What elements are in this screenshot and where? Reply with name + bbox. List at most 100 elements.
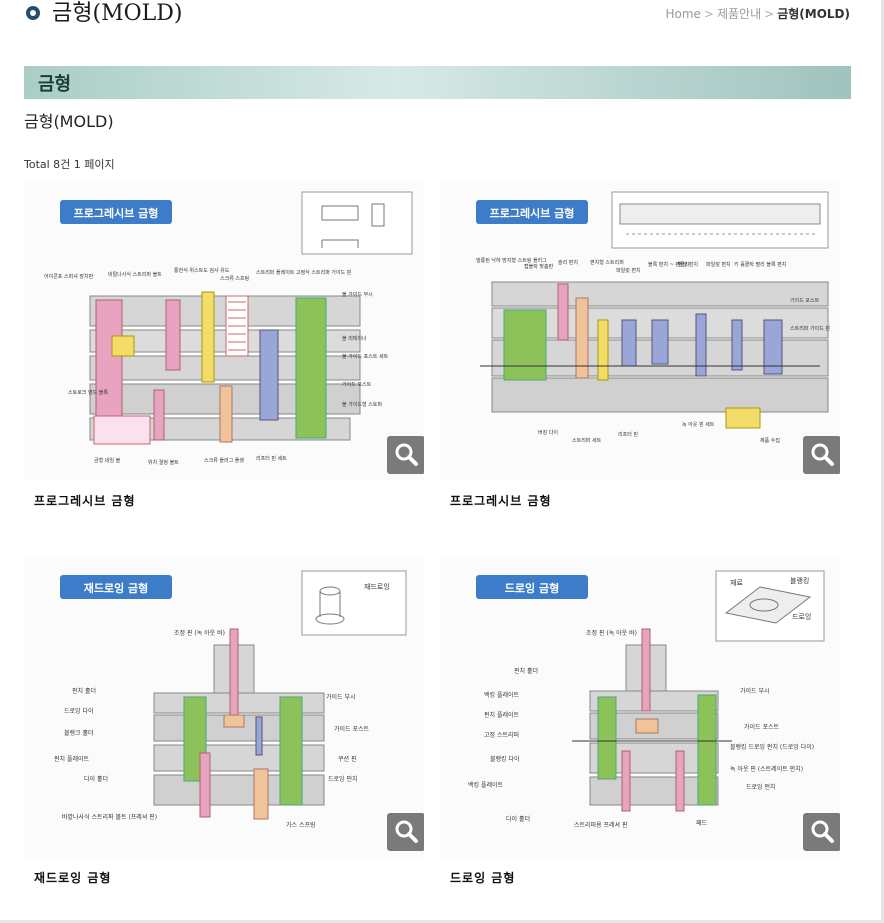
svg-text:볼 가이드 부시: 볼 가이드 부시 [342,291,373,298]
magnifier-icon [395,443,418,466]
svg-text:재드로잉: 재드로잉 [364,583,390,591]
svg-text:펀치 홀더: 펀치 홀더 [72,687,96,695]
breadcrumb-current: 금형(MOLD) [777,7,850,21]
breadcrumb-products[interactable]: 제품안내 [716,7,762,21]
zoom-button[interactable] [387,436,424,474]
breadcrumb-home[interactable]: Home [665,7,701,21]
total-count: Total 8건 1 페이지 [24,158,115,171]
svg-text:볼 리테이너: 볼 리테이너 [342,335,367,342]
circle-bullet-icon [26,6,40,20]
right-frame-line [881,0,884,923]
svg-text:가이드 포스트: 가이드 포스트 [334,725,370,733]
svg-text:슬리 편치: 슬리 편치 [558,259,578,266]
redrawing-mold-diagram: 재드로잉 금형 재드로잉 조정 핀 (녹 아웃 바) 펀치 홀더 드로잉 다이 … [54,570,407,829]
svg-text:파일럿 편치: 파일럿 편치 [706,261,731,268]
zoom-button[interactable] [803,813,840,851]
svg-text:스트리퍼용 프레셔 핀: 스트리퍼용 프레셔 핀 [574,821,628,829]
svg-text:프로그레시브 금형: 프로그레시브 금형 [74,206,159,220]
item-caption[interactable]: 프로그레시브 금형 [34,494,136,508]
svg-text:제품 수집: 제품 수집 [760,437,780,444]
progressive-mold-diagram: 프로그레시브 금형 어이콘포 스퍼셔 장치판 비탈나사식 스트리퍼 볼트 [44,191,413,466]
gallery-thumbnail[interactable]: 드로잉 금형 재료 블랭킹 드로잉 조정 핀 (녹 아웃 바) 펀치 홀더 백킹… [440,557,840,857]
svg-text:벤딩 편치: 벤딩 편치 [678,261,698,268]
svg-text:다이 홀더: 다이 홀더 [506,815,530,823]
svg-text:블록 편치 ~ 팬클리: 블록 편치 ~ 팬클리 [648,261,689,268]
magnifier-icon [395,820,418,843]
svg-text:스토로크 엔드 블록: 스토로크 엔드 블록 [68,389,108,396]
svg-text:볼 가이드형 스토퍼: 볼 가이드형 스토퍼 [342,401,382,408]
svg-text:드로잉 다이: 드로잉 다이 [64,707,94,715]
svg-text:백킹 플레이트: 백킹 플레이트 [468,781,504,789]
section-banner: 금형 [24,66,851,99]
svg-text:가이드 포스트: 가이드 포스트 [790,297,820,304]
item-caption[interactable]: 드로잉 금형 [450,871,516,885]
svg-text:백킹 플레이트: 백킹 플레이트 [484,691,520,699]
svg-text:가이드 포스트: 가이드 포스트 [342,381,372,388]
svg-text:리프터 핀: 리프터 핀 [618,431,638,438]
svg-text:버킹 다이: 버킹 다이 [538,429,558,436]
svg-text:드로잉 펀치: 드로잉 펀치 [746,783,776,791]
svg-text:리프터 핀 세트: 리프터 핀 세트 [256,455,287,462]
svg-text:다이 홀더: 다이 홀더 [84,775,108,783]
svg-text:펀치 플레이트: 펀치 플레이트 [484,711,520,719]
svg-text:어이콘포 스퍼셔 장치판: 어이콘포 스퍼셔 장치판 [44,273,94,280]
svg-text:가이드 포스트: 가이드 포스트 [744,723,780,731]
svg-text:비탈나사식 스트리퍼 볼트: 비탈나사식 스트리퍼 볼트 [108,271,162,278]
magnifier-icon [811,443,834,466]
svg-text:스트리퍼 플레이트 고정식 스트리퍼 가이드 핀: 스트리퍼 플레이트 고정식 스트리퍼 가이드 핀 [256,269,352,276]
svg-text:키 홀클락 팔리 블록 편치: 키 홀클락 팔리 블록 편치 [734,261,786,268]
svg-text:고정 스트리퍼: 고정 스트리퍼 [484,731,519,739]
svg-text:가이드 부시: 가이드 부시 [326,693,356,701]
magnifier-icon [811,820,834,843]
svg-text:빌롱된 낙하 방지형 스트링 플러그: 빌롱된 낙하 방지형 스트링 플러그 [476,257,547,264]
svg-text:녹 아웃 핀 세트: 녹 아웃 핀 세트 [682,421,715,428]
svg-text:재드로잉 금형: 재드로잉 금형 [84,581,149,595]
svg-text:편치형 스트리퍼: 편치형 스트리퍼 [590,259,624,266]
svg-text:블랭크 홀더: 블랭크 홀더 [64,729,94,737]
svg-text:금형 네임 블: 금형 네임 블 [94,457,121,464]
svg-text:위치 결정 볼트: 위치 결정 볼트 [148,459,179,466]
svg-text:스트리퍼 세트: 스트리퍼 세트 [572,437,602,444]
gallery-thumbnail[interactable]: 프로그레시브 금형 어이콘포 스퍼셔 장치판 비탈나사식 스트리퍼 볼트 [24,180,424,480]
svg-text:드로잉 펀치: 드로잉 펀치 [328,775,358,783]
svg-text:펀치 플레이트: 펀치 플레이트 [54,755,90,763]
svg-text:프로그레시브 금형: 프로그레시브 금형 [490,206,575,220]
breadcrumb: Home>제품안내>금형(MOLD) [665,5,850,22]
svg-text:바깥나사식 스트리퍼 볼트 (프레셔 핀): 바깥나사식 스트리퍼 볼트 (프레셔 핀) [62,813,157,821]
bottom-frame-line [0,920,884,923]
svg-text:재료: 재료 [730,579,743,587]
progressive-mold-diagram: 프로그레시브 금형 빌롱된 낙하 방지형 스트링 플러그 캡볼락 맞춤판 슬리 … [476,191,830,444]
svg-text:블랭킹 다이: 블랭킹 다이 [490,755,520,763]
svg-text:블랭킹 드로잉 펀치 (드로잉 다이): 블랭킹 드로잉 펀치 (드로잉 다이) [730,743,814,751]
svg-text:캡볼락 맞춤판: 캡볼락 맞춤판 [524,263,554,270]
svg-text:가스 스프링: 가스 스프링 [286,821,316,829]
svg-text:조정 핀 (녹 아웃 바): 조정 핀 (녹 아웃 바) [174,629,225,637]
breadcrumb-separator: > [764,7,775,21]
zoom-button[interactable] [803,436,840,474]
page-header: 금형(MOLD) Home>제품안내>금형(MOLD) [24,0,852,30]
drawing-mold-diagram: 드로잉 금형 재료 블랭킹 드로잉 조정 핀 (녹 아웃 바) 펀치 홀더 백킹… [468,570,825,829]
page-title: 금형(MOLD) [52,1,183,26]
svg-text:파일럿 편치: 파일럿 편치 [616,267,641,274]
svg-text:드로잉 금형: 드로잉 금형 [505,581,559,595]
svg-text:스크류 플러그 플랫: 스크류 플러그 플랫 [204,457,244,464]
svg-text:가이드 부시: 가이드 부시 [740,687,770,695]
gallery-thumbnail[interactable]: 재드로잉 금형 재드로잉 조정 핀 (녹 아웃 바) 펀치 홀더 드로잉 다이 … [24,557,424,857]
svg-text:녹 아웃 핀 (스트레이트 펀치): 녹 아웃 핀 (스트레이트 펀치) [730,765,803,773]
banner-title: 금형 [38,74,72,95]
svg-text:쿠션 핀: 쿠션 핀 [338,755,356,763]
svg-text:펀치 홀더: 펀치 홀더 [514,667,538,675]
zoom-button[interactable] [387,813,424,851]
svg-text:스트리퍼 가이드 핀: 스트리퍼 가이드 핀 [790,325,830,332]
svg-text:블랭킹: 블랭킹 [790,576,809,585]
svg-text:드로잉: 드로잉 [792,613,811,621]
svg-text:조정 핀 (녹 아웃 바): 조정 핀 (녹 아웃 바) [586,629,637,637]
item-caption[interactable]: 재드로잉 금형 [34,871,112,885]
svg-text:스크류 스프링: 스크류 스프링 [220,275,249,282]
breadcrumb-separator: > [703,7,714,21]
svg-text:통한식 위스트도 검사 유도: 통한식 위스트도 검사 유도 [174,267,230,274]
svg-text:볼 가이드 포스트 세트: 볼 가이드 포스트 세트 [342,353,389,360]
gallery-thumbnail[interactable]: 프로그레시브 금형 빌롱된 낙하 방지형 스트링 플러그 캡볼락 맞춤판 슬리 … [440,180,840,480]
item-caption[interactable]: 프로그레시브 금형 [450,494,552,508]
svg-text:패드: 패드 [696,819,708,827]
